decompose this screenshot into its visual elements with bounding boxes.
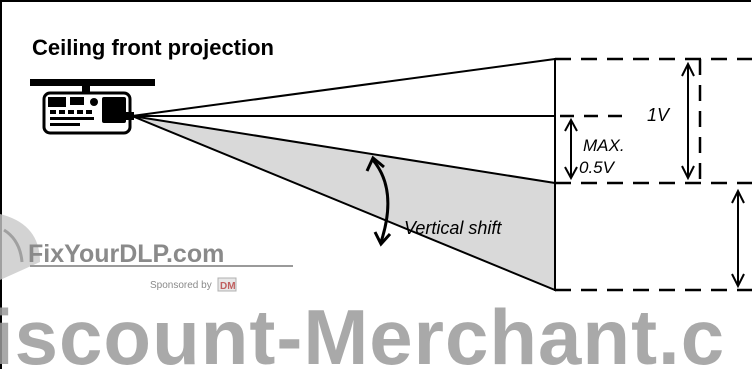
mount-post — [82, 86, 90, 96]
watermark-sponsor-logo: DM — [220, 281, 236, 292]
label-max: MAX. — [583, 136, 625, 155]
vertical-shift-arc — [365, 155, 392, 247]
label-1v: 1V — [647, 105, 671, 125]
label-vertical-shift: Vertical shift — [404, 218, 502, 238]
label-05v: 0.5V — [579, 158, 616, 177]
watermark-sponsor: Sponsored by — [150, 280, 212, 291]
arrow-1v — [681, 61, 695, 181]
watermark-banner: iscount-Merchant.c — [0, 293, 725, 369]
ceiling-mount — [30, 79, 155, 86]
upper-ray — [131, 58, 556, 117]
arrow-max-05v — [564, 117, 578, 181]
projector-icon — [42, 91, 134, 135]
arrow-right-partial — [731, 188, 745, 289]
diagram-title: Ceiling front projection — [32, 35, 274, 60]
watermark-site: FixYourDLP.com — [28, 240, 224, 268]
watermark-fixyourdlp: FixYourDLP.com Sponsored by DM — [0, 214, 293, 292]
